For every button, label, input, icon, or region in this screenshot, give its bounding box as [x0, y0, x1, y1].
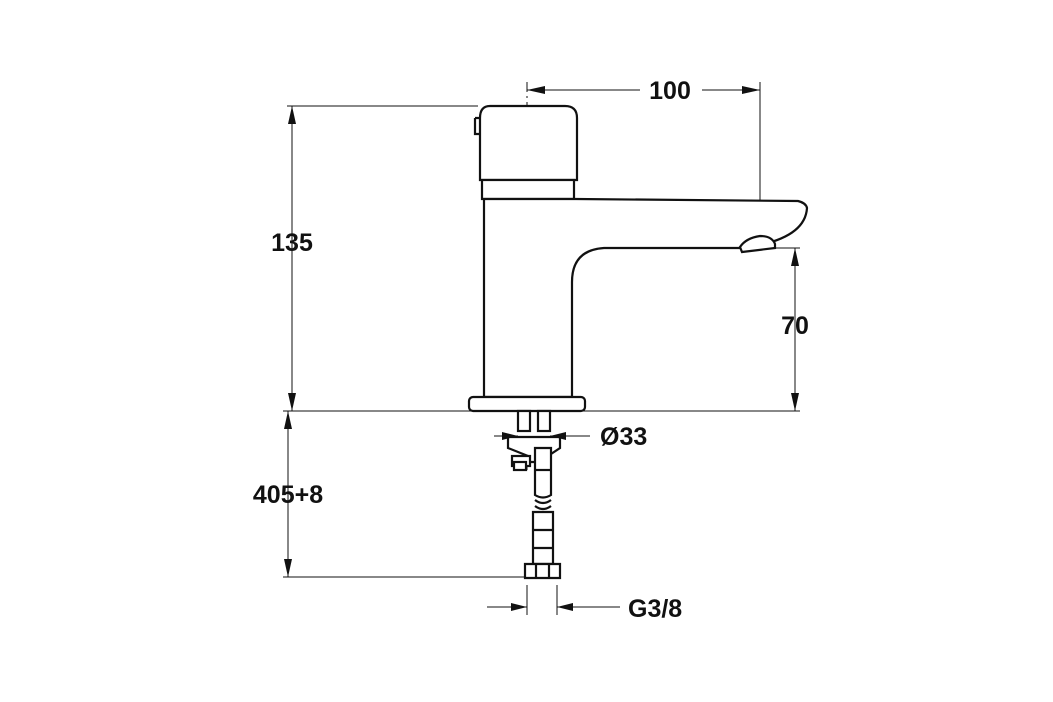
- dimension-label-spout-reach: 100: [649, 77, 691, 105]
- dimension-label-body-diameter: Ø33: [600, 423, 647, 451]
- hose-upper: [533, 446, 553, 499]
- hose-lower: [531, 510, 555, 566]
- mounting-assembly: [506, 409, 562, 580]
- dimension-spout-reach: 100: [527, 77, 760, 105]
- dimension-label-total-height: 135: [271, 229, 313, 257]
- dimension-label-connection-thread: G3/8: [628, 595, 682, 623]
- faucet-collar: [480, 178, 576, 201]
- dimension-label-hose-length: 405+8: [253, 481, 323, 509]
- dimension-hose-length: 405+8: [253, 411, 323, 577]
- hose-connector-nut: [523, 562, 562, 580]
- faucet-spout: [482, 197, 809, 399]
- faucet-body: [467, 104, 809, 413]
- dimension-total-height: 135: [271, 106, 313, 411]
- dimension-body-diameter: Ø33: [494, 423, 647, 451]
- dimension-label-spout-height: 70: [781, 312, 809, 340]
- faucet-cap: [478, 104, 579, 182]
- dimension-spout-height: 70: [781, 248, 809, 411]
- faucet-base: [467, 395, 587, 413]
- faucet-aerator: [738, 234, 777, 254]
- dimension-connection-thread: G3/8: [487, 595, 682, 623]
- extension-lines: [283, 82, 800, 615]
